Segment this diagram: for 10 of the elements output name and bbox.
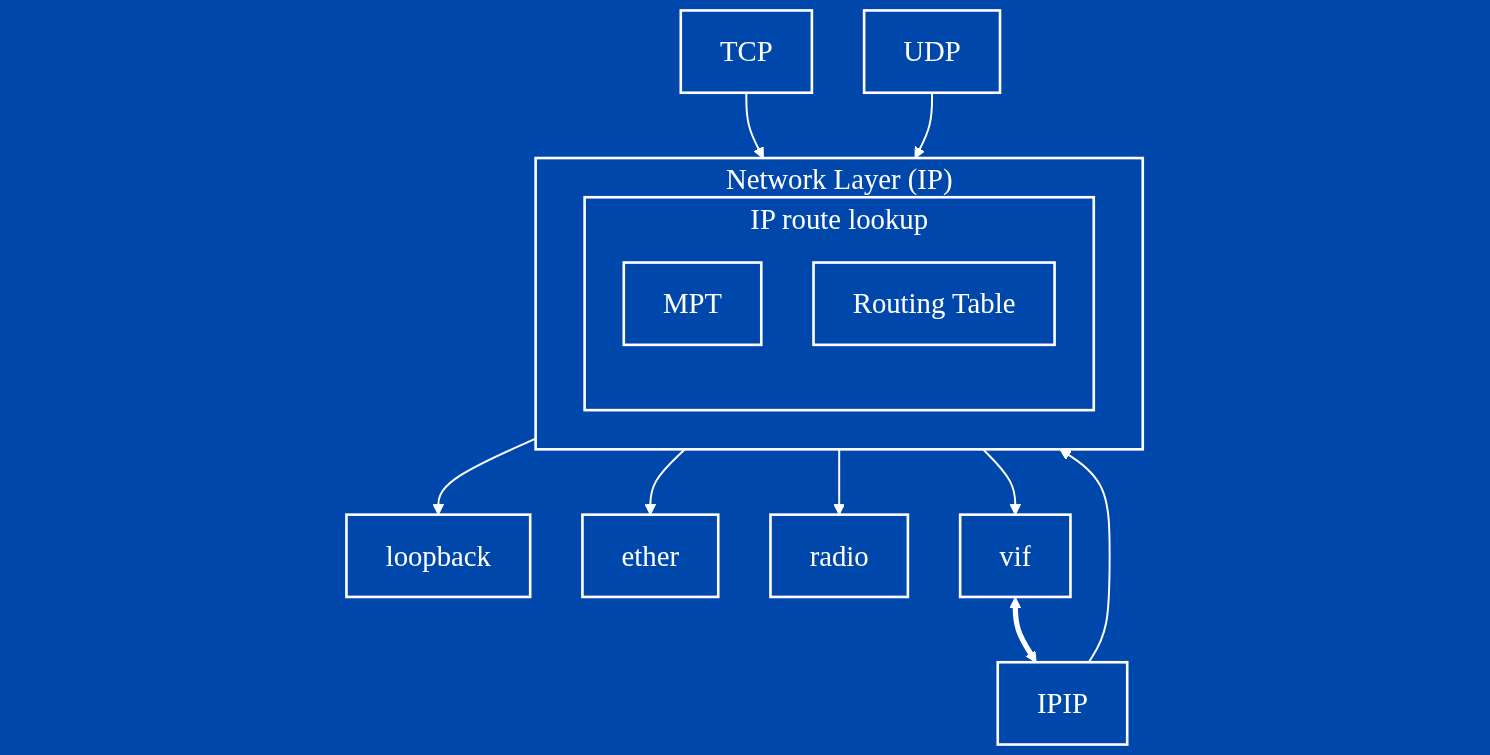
node-box: UDP xyxy=(863,9,1002,95)
node-box: TCP xyxy=(679,9,814,95)
node-box: loopback xyxy=(345,513,532,599)
node-box: IPIP xyxy=(996,660,1129,746)
node-box: radio xyxy=(769,513,910,599)
node-box: ether xyxy=(581,513,720,599)
node-box: vif xyxy=(959,513,1073,599)
arrow xyxy=(1009,596,1038,663)
node-box: Routing Table xyxy=(812,261,1057,347)
node-box: MPT xyxy=(622,261,763,347)
